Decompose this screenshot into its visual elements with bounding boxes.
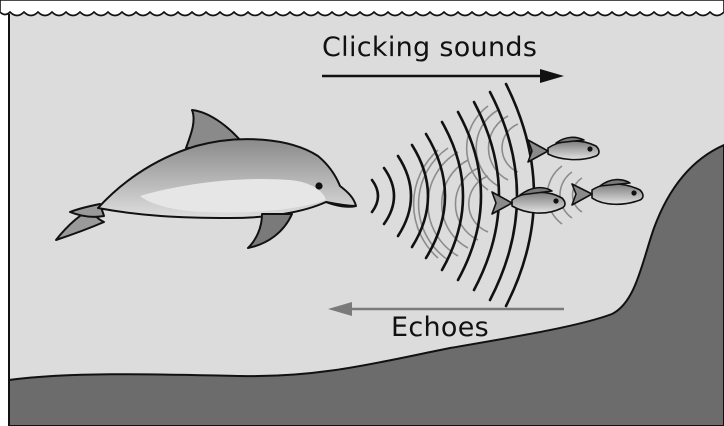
water-surface bbox=[0, 0, 724, 16]
echoes-label: Echoes bbox=[391, 312, 489, 343]
clicking-sounds-label: Clicking sounds bbox=[322, 32, 537, 63]
